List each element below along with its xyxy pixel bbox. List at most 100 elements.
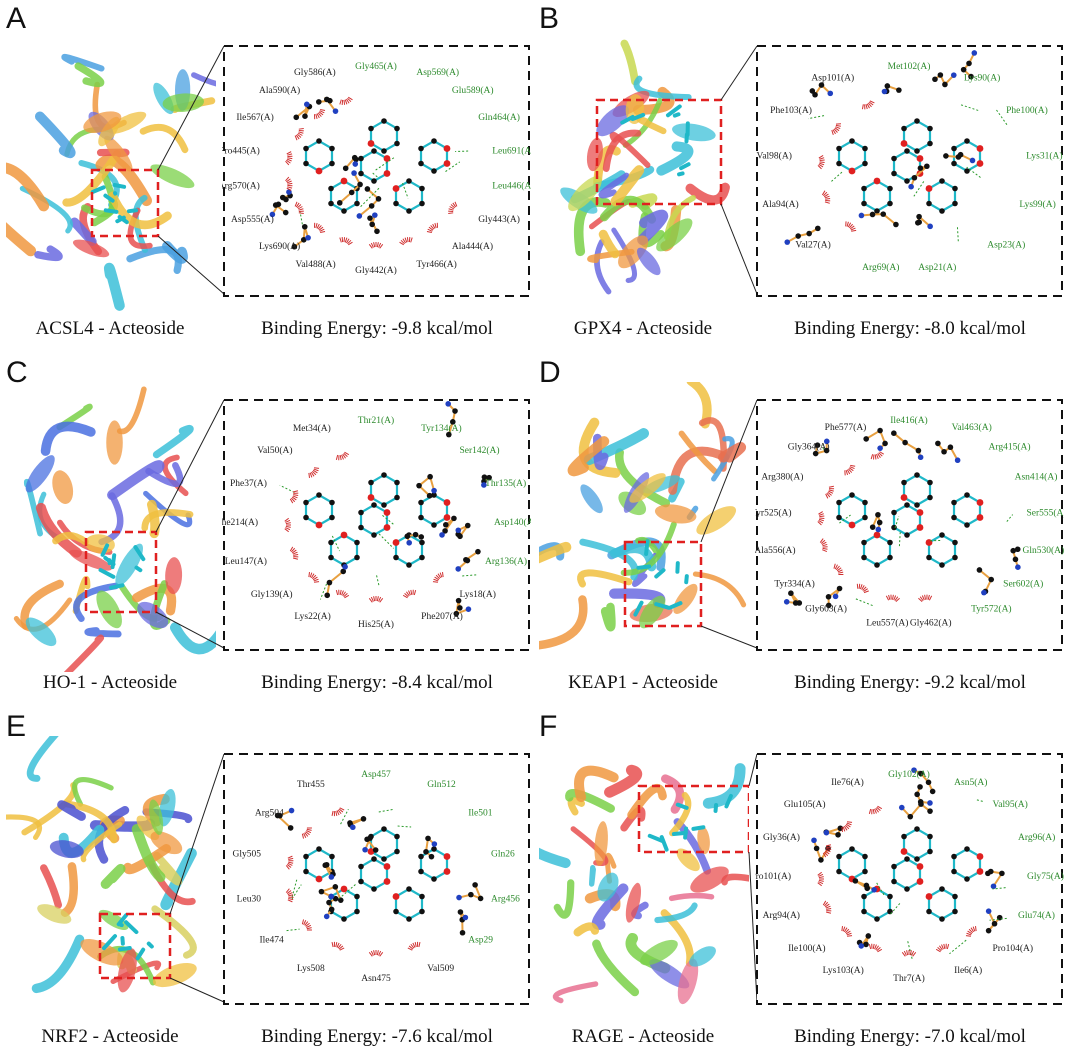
hydrophobic-contact (868, 101, 874, 106)
residue-atom (477, 895, 484, 902)
hydrophobic-contact (946, 944, 950, 950)
hydrophobic-contact (827, 491, 832, 496)
residue-atom (269, 211, 276, 218)
ligand-stick (620, 114, 635, 125)
hydrophobic-contact (846, 221, 849, 227)
ligand-atom (914, 502, 920, 508)
ligand-atom (419, 200, 425, 207)
ligand-atom (914, 148, 920, 154)
hydrophobic-contact (825, 198, 831, 200)
hydrophobic-contact (428, 226, 434, 231)
ligand-atom (925, 539, 933, 546)
ligand-atom (925, 185, 933, 192)
residue-atom (950, 72, 957, 78)
residue-atom (332, 895, 339, 902)
hydrophobic-contact (408, 590, 411, 596)
hydrogen-bond (966, 166, 981, 178)
ligand-atom (951, 499, 957, 506)
residue-sidechain (417, 474, 436, 497)
hydrogen-bond (291, 884, 302, 900)
hydrogen-bond (995, 108, 1008, 125)
hydrophobic-residue-label: Pro104(A) (992, 943, 1033, 954)
hydrophobic-contact (879, 451, 885, 455)
ligand-atom (914, 118, 920, 124)
ligand-atom (887, 185, 893, 192)
residue-atom (364, 186, 371, 192)
ligand-atom (329, 514, 335, 521)
residue-atom (916, 213, 922, 220)
hydrophobic-contact (941, 944, 944, 950)
hydrophobic-contact (834, 127, 840, 132)
hydrophobic-contact (877, 453, 881, 458)
protein-ribbon (539, 541, 572, 564)
protein-helix (49, 840, 84, 859)
residue-atom (927, 808, 933, 814)
residue-atom (881, 88, 888, 95)
hydrophobic-contact (287, 182, 293, 185)
ligand-atom (891, 863, 897, 870)
hbond-residue-label: Gln464(A) (478, 112, 520, 123)
protein-helix (676, 848, 700, 872)
hbond-residue-label: Val463(A) (952, 422, 992, 433)
hydrogen-bond (338, 884, 356, 899)
residue-atom (453, 610, 460, 617)
hydrophobic-contact (824, 201, 830, 204)
hydrophobic-residue-label: Arg380(A) (761, 472, 803, 483)
protein-ribbon (721, 873, 749, 886)
ligand-stick (103, 193, 115, 203)
hydrophobic-contact (875, 807, 879, 813)
residue-atom (915, 219, 921, 226)
ligand-stick (90, 185, 106, 194)
hydrophobic-contact (845, 469, 849, 476)
residue-sidechain (827, 587, 841, 606)
hydrogen-bond (913, 181, 925, 197)
hydrogen-bond (445, 161, 461, 172)
hydrophobic-contact (891, 594, 894, 600)
ligand-atom (340, 885, 348, 893)
hydrophobic-contact (344, 237, 348, 243)
hydrophobic-contact (849, 225, 855, 230)
hbond-residue-label: Arg69(A) (862, 262, 899, 273)
diagram-frame (223, 45, 530, 297)
ligand-atom (964, 876, 970, 882)
residue-atom (468, 891, 474, 898)
ligand-atom (952, 539, 958, 546)
protein-ribbon (656, 141, 694, 176)
protein-ribbon (588, 865, 596, 887)
protein-helix (696, 506, 737, 535)
residue-atom (1010, 547, 1017, 554)
hydrophobic-residue-label: Glu105(A) (784, 799, 826, 810)
ligand-stick (679, 162, 691, 171)
hydrophobic-contact (874, 454, 877, 460)
ligand-atom (952, 908, 958, 915)
ligand-atom (394, 494, 400, 501)
ligand-atom (394, 125, 400, 132)
ligand-stick (112, 183, 127, 189)
hydrophobic-contact (906, 950, 909, 956)
hydrophobic-residue-label: Lys103(A) (823, 965, 864, 976)
ligand-atom (358, 878, 364, 885)
hydrophobic-contact (335, 590, 339, 596)
ligand-atom (418, 868, 424, 875)
hydrophobic-residue-label: Lys22(A) (294, 611, 330, 622)
residue-sidechain (865, 429, 887, 449)
residue-atom (954, 457, 961, 464)
protein-helix (568, 176, 602, 212)
hydrophobic-contact (442, 572, 444, 578)
hydrophobic-contact (414, 942, 417, 948)
protein-ribbon (567, 797, 586, 816)
protein-helix (106, 420, 123, 465)
protein-ribbon (63, 800, 118, 844)
diagram-frame (756, 753, 1063, 1005)
ligand-atom (392, 893, 400, 900)
protein-ribbon (686, 382, 712, 429)
residue-atom (818, 857, 824, 863)
residue-atom (418, 534, 425, 540)
protein-helix (96, 590, 122, 629)
hydrophobic-contact (309, 572, 313, 578)
protein-ribbon (573, 922, 600, 937)
protein-helix (149, 799, 164, 835)
residue-atom (293, 114, 300, 121)
binding-site-box (90, 168, 160, 238)
protein-structure (539, 382, 747, 650)
